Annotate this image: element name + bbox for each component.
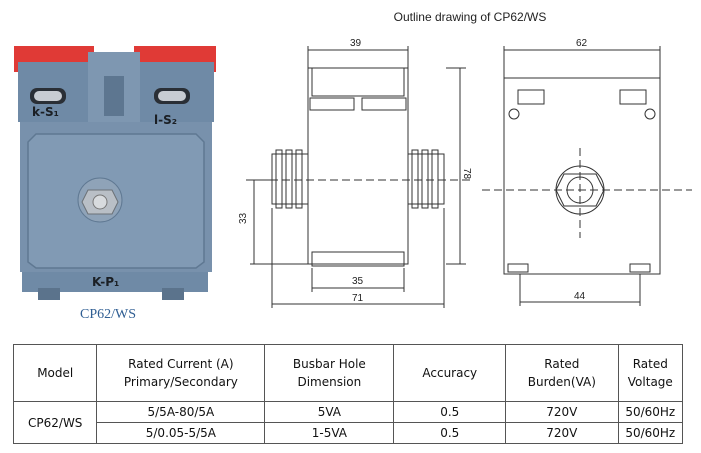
label-k-p1: K-P₁: [92, 275, 119, 289]
header-accuracy: Accuracy: [393, 344, 507, 402]
header-rated-burden: Rated Burden(VA): [505, 344, 619, 402]
header-rated-current: Rated Current (A) Primary/Secondary: [96, 344, 266, 402]
current-transformer-image: k-S₁ l-S₂ K-P₁: [14, 46, 216, 300]
cell-accuracy: 0.5: [393, 422, 507, 444]
side-view-drawing: 39 78 33 35 71: [236, 28, 484, 318]
dim-44: 44: [574, 291, 586, 302]
header-rated-burden-text: Rated Burden(VA): [527, 357, 596, 389]
side-body: [307, 67, 409, 265]
header-busbar-hole: Busbar Hole Dimension: [264, 344, 395, 402]
cell-rated-burden: 720V: [505, 401, 619, 423]
header-rated-voltage: Rated Voltage: [617, 344, 684, 402]
right-bolt-stack: [407, 153, 445, 205]
drawing-title: Outline drawing of CP62/WS: [393, 10, 547, 24]
table-row: 5/0.05-5/5A 1-5VA 0.5 720V 50/60Hz: [14, 422, 684, 444]
front-body: [503, 77, 661, 275]
dim-78: 78: [461, 168, 472, 180]
product-photo: k-S₁ l-S₂ K-P₁: [8, 40, 220, 308]
table-row: CP62/WS 5/5A-80/5A 5VA 0.5 720V 50/60Hz: [12, 401, 684, 444]
dim-33: 33: [238, 212, 249, 224]
cell-rated-burden: 720V: [505, 422, 619, 444]
dim-35: 35: [352, 276, 364, 287]
label-k-s1: k-S₁: [32, 105, 59, 119]
dim-39: 39: [350, 38, 362, 49]
cell-rated-current: 5/5A-80/5A: [96, 401, 266, 423]
dim-62: 62: [576, 38, 588, 49]
cell-rated-voltage: 50/60Hz: [617, 422, 684, 444]
front-view-drawing: 62 44: [482, 28, 698, 318]
cell-accuracy: 0.5: [393, 401, 507, 423]
label-l-s2: l-S₂: [154, 113, 177, 127]
clip-slot: [104, 76, 124, 116]
cell-busbar-hole: 1-5VA: [264, 422, 395, 444]
photo-caption: CP62/WS: [79, 307, 136, 322]
cell-busbar-hole: 5VA: [264, 401, 395, 423]
dim-71: 71: [352, 293, 364, 304]
cell-rated-current: 5/0.05-5/5A: [96, 422, 266, 444]
header-busbar-hole-text: Busbar Hole Dimension: [292, 357, 366, 389]
cell-model: CP62/WS: [12, 401, 98, 444]
header-model: Model: [12, 344, 98, 402]
left-bolt-stack: [271, 153, 309, 205]
cell-rated-voltage: 50/60Hz: [617, 401, 684, 423]
header-rated-current-text: Rated Current (A) Primary/Secondary: [123, 357, 238, 389]
spec-table: Model Rated Current (A) Primary/Secondar…: [12, 344, 684, 444]
header-rated-voltage-text: Rated Voltage: [627, 357, 673, 389]
table-header-row: Model Rated Current (A) Primary/Secondar…: [12, 344, 684, 402]
